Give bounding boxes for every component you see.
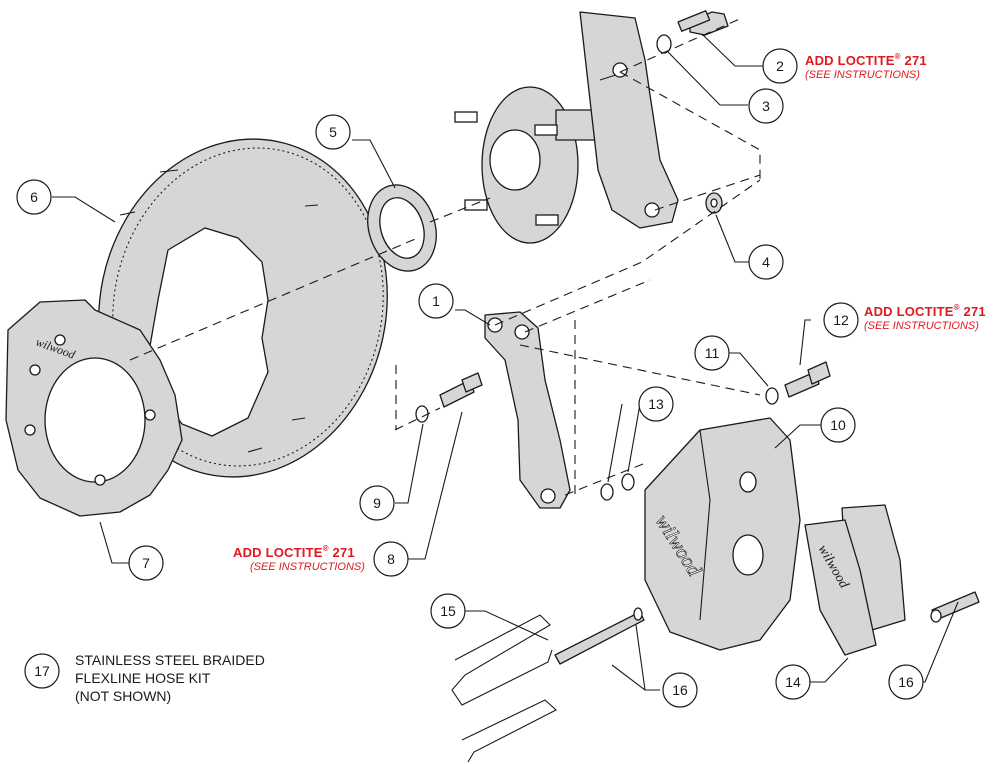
svg-text:5: 5 [329,124,337,140]
callout-2: 2 [762,48,798,84]
callout-8: 8 [373,541,409,577]
loctite-title: ADD LOCTITE [805,53,895,68]
svg-text:8: 8 [387,551,395,567]
loctite-number: 271 [328,545,355,560]
svg-text:9: 9 [373,495,381,511]
callout-16-left: 16 [662,672,698,708]
loctite-sub: (SEE INSTRUCTIONS) [805,68,920,81]
upper-bolt-washer [656,10,729,54]
pad-retainer-pins [554,591,980,665]
loctite-number: 271 [900,53,927,68]
bracket-bolt-washer [415,372,483,423]
loctite-note-12: ADD LOCTITE® 271 (SEE INSTRUCTIONS) [864,303,986,333]
caliper-bolt-washer [765,361,831,405]
svg-text:4: 4 [762,254,770,270]
loctite-note-2: ADD LOCTITE® 271 (SEE INSTRUCTIONS) [805,52,927,82]
svg-text:3: 3 [762,98,770,114]
loctite-sub: (SEE INSTRUCTIONS) [864,319,979,332]
brake-pads: wilwood [804,504,906,656]
shim-washers [600,473,635,501]
svg-text:2: 2 [776,58,784,74]
callout-4: 4 [748,244,784,280]
hose-kit-line-1: STAINLESS STEEL BRAIDED [75,652,265,668]
svg-text:10: 10 [830,417,846,433]
caliper-bracket [484,311,571,509]
callout-6: 6 [16,179,52,215]
svg-text:16: 16 [672,682,688,698]
hose-kit-line-2: FLEXLINE HOSE KIT [75,670,211,686]
callout-9: 9 [359,485,395,521]
registered-mark: ® [953,303,960,312]
loctite-sub: (SEE INSTRUCTIONS) [250,560,365,573]
svg-text:15: 15 [440,603,456,619]
callout-3: 3 [748,88,784,124]
loctite-title: ADD LOCTITE [233,545,323,560]
hub [454,86,597,244]
registered-mark: ® [894,52,901,61]
svg-text:7: 7 [142,555,150,571]
rotor-hat: wilwood [5,299,183,517]
callout-5: 5 [315,114,351,150]
callout-14: 14 [775,664,811,700]
svg-text:12: 12 [833,312,849,328]
callout-12: 12 [823,302,859,338]
callout-13: 13 [638,386,674,422]
loctite-number: 271 [959,304,986,319]
registered-mark: ® [322,544,329,553]
assembly-lines [129,17,761,500]
callout-15: 15 [430,593,466,629]
loctite-title: ADD LOCTITE [864,304,954,319]
svg-text:14: 14 [785,674,801,690]
loctite-note-8: ADD LOCTITE® 271 (SEE INSTRUCTIONS) [233,544,365,574]
callout-7: 7 [128,545,164,581]
callout-16-right: 16 [888,664,924,700]
svg-text:11: 11 [705,345,720,361]
hose-kit-note: STAINLESS STEEL BRAIDED FLEXLINE HOSE KI… [75,651,265,705]
svg-text:1: 1 [432,293,440,309]
hose-kit-line-3: (NOT SHOWN) [75,688,172,704]
callout-17: 17 [24,653,60,689]
callout-1: 1 [418,283,454,319]
callout-11: 11 [694,335,730,371]
svg-text:6: 6 [30,189,38,205]
callout-10: 10 [820,407,856,443]
svg-text:17: 17 [34,663,50,679]
svg-text:13: 13 [648,396,664,412]
svg-text:16: 16 [898,674,914,690]
caliper: wilwood [644,417,801,651]
washer-4 [705,192,723,214]
spacer-ring [367,184,437,272]
spring-clips [451,614,557,763]
callout-leaders [52,33,959,691]
